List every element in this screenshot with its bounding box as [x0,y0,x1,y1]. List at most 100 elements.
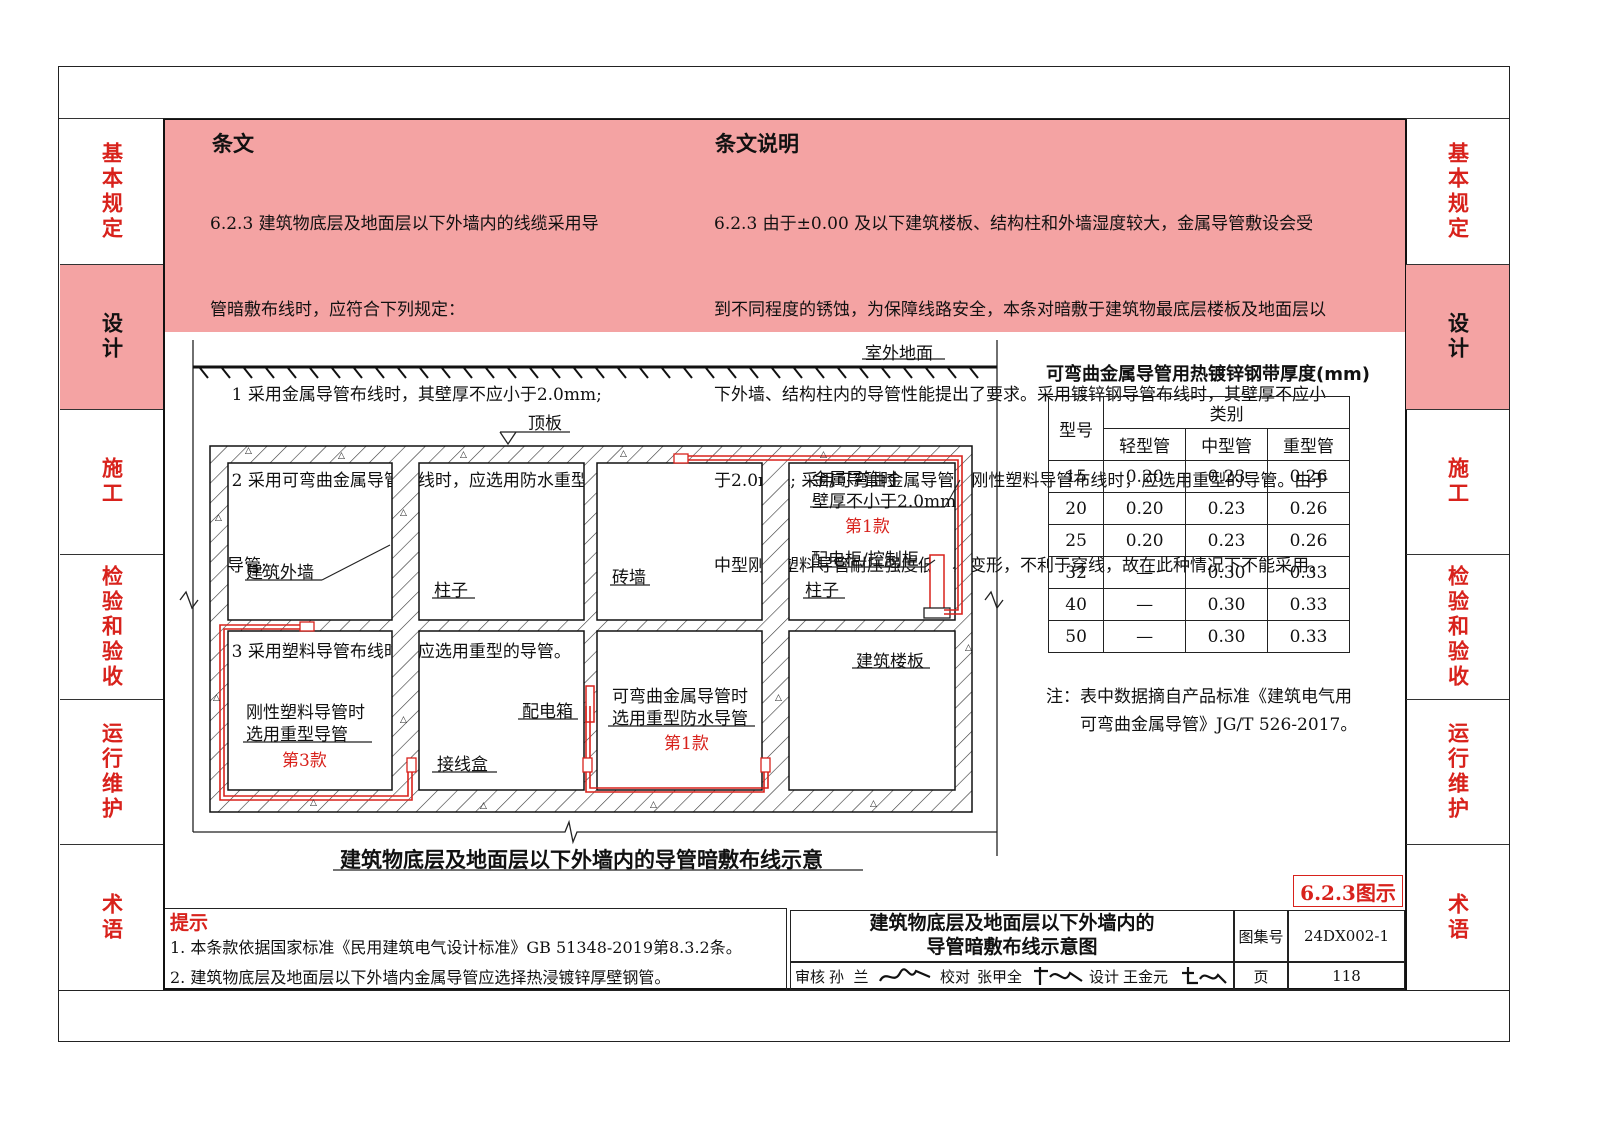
svg-text:△: △ [400,508,407,518]
table-cell: 0.20 [1103,460,1187,493]
sidebar-right-item-terms[interactable]: 术语 [1406,844,1509,990]
junction-box-label: 接线盒 [437,755,488,775]
svg-text:△: △ [400,715,407,725]
sub-header: 重型管 [1267,428,1350,461]
sidebar-label: 基本规定 [99,141,125,242]
sub-header: 轻型管 [1103,428,1187,461]
bottom-rule [58,990,1510,992]
col-model-header: 型号 [1047,396,1105,461]
sidebar-right-item-construction[interactable]: 施工 [1406,409,1509,554]
diagram-caption: 建筑物底层及地面层以下外墙内的导管暗敷布线示意 [340,848,823,872]
svg-text:△: △ [245,446,252,456]
table-cell: — [1103,588,1187,621]
table-note-line1: 注：表中数据摘自产品标准《建筑电气用 [1046,687,1352,707]
flex-note-line2: 选用重型防水导管 [612,709,748,729]
svg-text:△: △ [620,449,627,459]
distribution-box-label: 配电箱 [522,702,573,722]
sidebar-label: 设计 [99,312,125,362]
page-label-cell: 页 [1234,962,1288,990]
table-cell: 0.33 [1267,556,1350,589]
explanation-line: 6.2.3 由于±0.00 及以下建筑楼板、结构柱和外墙湿度较大，金属导管敷设会… [714,214,1314,234]
table-cell: 0.33 [1267,588,1350,621]
table-cell: 0.23 [1185,460,1269,493]
tips-heading: 提示 [170,912,209,934]
tip-item: 1. 本条款依据国家标准《民用建筑电气设计标准》GB 51348-2019第8.… [170,938,742,957]
signature-row [790,962,1234,990]
title-line: 导管暗敷布线示意图 [926,936,1098,958]
sidebar-label: 设计 [1445,312,1471,362]
table-cell: 0.30 [1185,588,1269,621]
floor-slab-label: 建筑楼板 [856,652,924,672]
table-cell: 50 [1047,620,1105,653]
page-number: 118 [1332,967,1361,985]
atlas-label-cell: 图集号 [1234,910,1288,962]
sidebar-left-item-operation[interactable]: 运行维护 [60,699,163,844]
sub-header: 中型管 [1185,428,1269,461]
svg-text:△: △ [460,450,467,460]
table-cell: 0.23 [1185,492,1269,525]
sidebar-left-item-basic[interactable]: 基本规定 [60,118,163,264]
table-cell: 0.20 [1103,524,1187,557]
table-cell: 25 [1047,524,1105,557]
sidebar-label: 术语 [1445,892,1471,943]
sidebar-label: 术语 [99,892,125,943]
rigid-note-line2: 选用重型导管 [246,725,348,745]
review-label: 审核 [795,968,826,986]
metal-note-line2: 壁厚不小于2.0mm [812,492,957,512]
clause-heading: 条文 [212,131,254,156]
svg-text:△: △ [213,693,220,703]
sidebar-right-item-design[interactable]: 设计 [1406,264,1509,409]
check-label: 校对 [940,968,971,986]
clause-panel [165,120,1405,332]
outer-frame [58,66,1510,1042]
svg-text:△: △ [480,801,487,811]
title-block-title-cell [790,910,1234,962]
table-cell: 15 [1047,460,1105,493]
column-label-2: 柱子 [805,581,839,601]
table-cell: 0.30 [1185,620,1269,653]
table-cell: 32 [1047,556,1105,589]
table-cell: 0.30 [1185,556,1269,589]
brick-wall-label: 砖墙 [612,568,646,588]
svg-text:△: △ [775,693,782,703]
sidebar-label: 检验和验收 [1445,564,1471,690]
sidebar-label: 检验和验收 [99,564,125,690]
tips-box [165,908,787,990]
table-cell: 0.23 [1185,524,1269,557]
sidebar-left-item-inspection[interactable]: 检验和验收 [60,554,163,699]
svg-text:△: △ [820,450,827,460]
table-cell: 40 [1047,588,1105,621]
explanation-heading: 条文说明 [715,131,799,156]
sidebar-label: 施工 [99,457,125,507]
atlas-number: 24DX002-1 [1303,927,1390,945]
tip-item: 2. 建筑物底层及地面层以下外墙内金属导管应选择热浸镀锌厚壁钢管。 [170,968,671,987]
sidebar-left-item-construction[interactable]: 施工 [60,409,163,554]
page-no-cell: 118 [1288,962,1405,990]
title-block-title: 建筑物底层及地面层以下外墙内的 导管暗敷布线示意图 [790,911,1234,959]
sidebar-left-item-design[interactable]: 设计 [60,264,163,409]
svg-text:△: △ [338,451,345,461]
sidebar-label: 运行维护 [1445,722,1471,822]
table-cell: 0.20 [1103,492,1187,525]
sidebar-right-item-inspection[interactable]: 检验和验收 [1406,554,1509,699]
table-note-line2: 可弯曲金属导管》JG/T 526-2017。 [1080,715,1358,735]
sidebar-right-item-operation[interactable]: 运行维护 [1406,699,1509,844]
page-label: 页 [1253,967,1269,986]
sidebar-right-item-basic[interactable]: 基本规定 [1406,118,1509,264]
metal-note-line1: 金属导管时 [812,470,897,490]
sidebar-left-item-terms[interactable]: 术语 [60,844,163,990]
checker-signature [1034,967,1083,985]
table-cell: 0.33 [1267,620,1350,653]
column-label-1: 柱子 [434,581,468,601]
design-label: 设计 [1089,968,1120,986]
cabinet-label: 配电柜/控制柜 [811,550,919,570]
clause-line: 1 采用金属导管布线时，其壁厚不应小于2.0mm; [210,385,602,405]
explanation-line: 到不同程度的锈蚀，为保障线路安全，本条对暗敷于建筑物最底层楼板及地面层以 [714,299,1326,320]
top-rule [58,118,1510,120]
spec-table-title: 可弯曲金属导管用热镀锌钢带厚度(mm) [1046,364,1370,385]
outdoor-ground-label: 室外地面 [865,344,933,364]
